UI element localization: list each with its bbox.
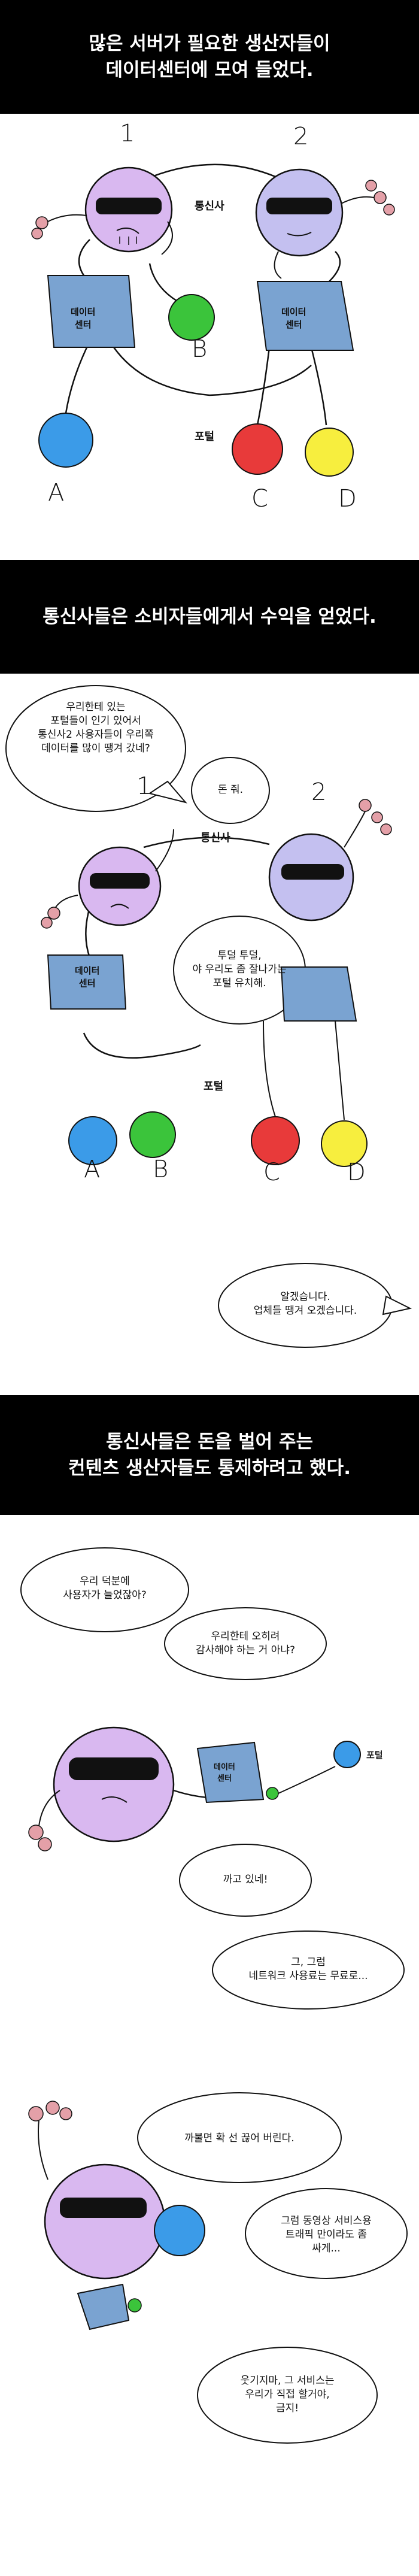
caption-1-line-2: 데이터센터에 모여 들었다. [105,59,314,81]
caption-2-line-1: 통신사들은 소비자들에게서 수익을 얻었다. [42,606,377,628]
isp-1-number: 1 [120,120,135,147]
panel-1-datacenter-left: 데이터 센터 [71,307,96,330]
consumer-a-label: A [48,479,65,507]
panel-2-portal-label: 포털 [204,1080,224,1093]
consumer-d-label: D [338,485,357,513]
caption-band-3: 통신사들은 돈을 벌어 주는 컨텐츠 생산자들도 통제하려고 했다. [0,1395,419,1515]
panel-2-isp-label: 통신사 [201,832,230,844]
panel-3-illustration [20,1547,408,2444]
panel-2-isp-1-number: 1 [136,772,152,800]
caption-band-2: 통신사들은 소비자들에게서 수익을 얻었다. [0,560,419,674]
panel-2-consumer-d: D [347,1159,366,1186]
panel-2-consumer-b: B [153,1156,169,1183]
panel-2-datacenter-label: 데이터 센터 [75,965,100,989]
panel-2-bubble-2: 돈 줘. [217,784,244,796]
panel-1-isp-label: 통신사 [195,200,224,213]
panel-3-datacenter-label: 데이터 센터 [214,1763,235,1783]
caption-1-line-1: 많은 서버가 필요한 생산자들이 [89,33,330,54]
panel-3-bubble-6: 그럼 동영상 서비스용 트래픽 만이라도 좀 싸게... [281,2215,372,2254]
consumer-b-label: B [192,335,208,363]
panel-2-consumer-c: C [263,1159,280,1186]
caption-3-line-2: 컨텐츠 생산자들도 통제하려고 했다. [68,1457,351,1479]
panel-1-portal-label: 포털 [195,431,215,443]
panel-2-bubble-4: 알겠습니다. 업체들 땡겨 오겠습니다. [253,1291,357,1317]
panel-3-bubble-3: 까고 있네! [223,1874,268,1886]
panel-3-bubble-2: 우리한테 오히려 감사해야 하는 거 아냐? [196,1631,295,1656]
caption-band-1: 많은 서버가 필요한 생산자들이 데이터센터에 모여 들었다. [0,0,419,114]
panel-2-bubble-3: 투덜 투덜, 야 우리도 좀 잘나가는 포털 유치해. [192,950,287,989]
panel-2-illustration [5,685,412,1348]
panel-1-illustration [31,163,395,477]
panel-3-bubble-1: 우리 덕분에 사용자가 늘었잖아? [63,1575,147,1601]
caption-3-line-1: 통신사들은 돈을 벌어 주는 [105,1431,314,1453]
isp-2-number: 2 [293,123,309,150]
panel-3-bubble-4: 그, 그럼 네트워크 사용료는 무료로... [248,1956,368,1982]
panel-1-datacenter-right: 데이터 센터 [281,307,306,330]
panel-2-bubble-1: 우리한테 있는 포털들이 인기 있어서 통신사2 사용자들이 우리쪽 데이터를 … [38,701,154,754]
panel-2-isp-2-number: 2 [311,778,327,806]
panel-3-bubble-5: 까불면 확 선 끊어 버린다. [184,2132,294,2144]
panel-3-portal-label: 포털 [366,1750,383,1760]
consumer-c-label: C [251,485,268,513]
panel-3-bubble-7: 웃기지마, 그 서비스는 우리가 직접 할거야, 금지! [240,2375,335,2414]
panel-2-consumer-a: A [84,1156,101,1183]
